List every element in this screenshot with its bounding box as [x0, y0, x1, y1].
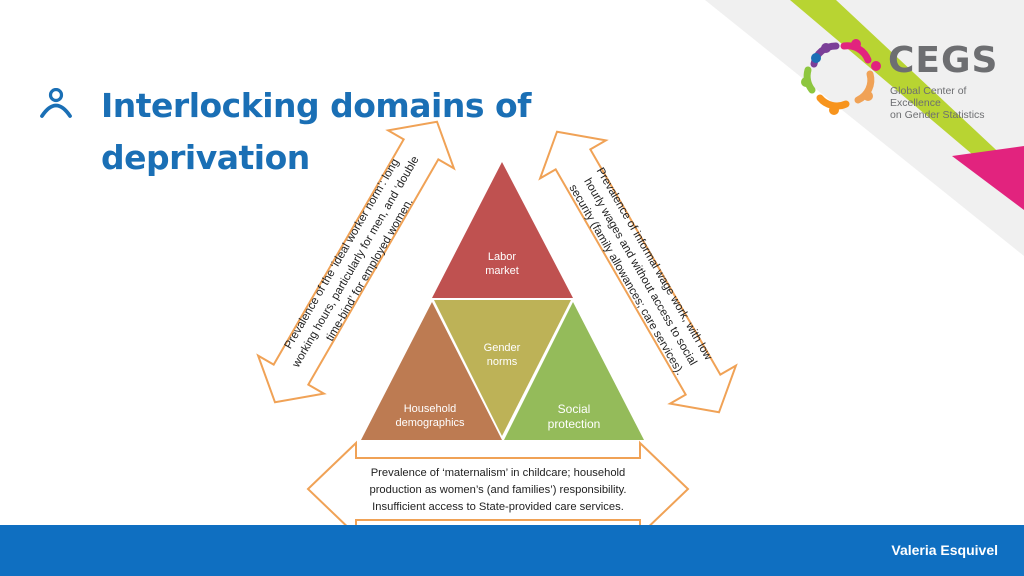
- footer-bar: Valeria Esquivel: [0, 525, 1024, 576]
- bottom-arrow-text-line2: production as women’s (and families’) re…: [369, 484, 627, 496]
- cegs-logo-word: CEGS: [888, 40, 999, 81]
- cegs-logo-subtitle: Global Center of Excellence on Gender St…: [890, 85, 1016, 121]
- page-title-line1: Interlocking domains of: [101, 86, 532, 125]
- gender-norms-label: Gender norms: [462, 341, 542, 369]
- bottom-arrow-text: Prevalence of ‘maternalism’ in childcare…: [330, 465, 666, 516]
- presenter-name: Valeria Esquivel: [891, 542, 998, 558]
- gender-norms-triangle: [434, 300, 571, 436]
- social-protection-label: Social protection: [524, 402, 624, 432]
- cegs-logo: CEGS Global Center of Excellence on Gend…: [796, 34, 1016, 124]
- household-demographics-label: Household demographics: [380, 402, 480, 430]
- household-demographics-triangle: [361, 302, 502, 440]
- household-demographics-label-line2: demographics: [395, 417, 465, 429]
- cegs-logo-subtitle-line2: on Gender Statistics: [890, 109, 985, 121]
- labor-market-triangle: [432, 162, 573, 298]
- gender-norms-label-line2: norms: [486, 356, 518, 368]
- social-protection-label-line2: protection: [547, 417, 601, 431]
- right-double-arrow: [538, 130, 738, 414]
- bottom-arrow-text-line1: Prevalence of ‘maternalism’ in childcare…: [370, 467, 626, 479]
- page-title: Interlocking domains of deprivation: [101, 80, 561, 184]
- social-protection-triangle: [504, 302, 644, 440]
- labor-market-label-line1: Labor: [487, 251, 517, 263]
- labor-market-label: Labor market: [462, 250, 542, 278]
- cegs-logo-subtitle-line1: Global Center of Excellence: [890, 85, 967, 109]
- social-protection-label-line1: Social: [557, 402, 591, 416]
- person-icon: [40, 88, 72, 118]
- gender-norms-label-line1: Gender: [483, 342, 521, 354]
- household-demographics-label-line1: Household: [403, 403, 457, 415]
- left-double-arrow: [256, 120, 456, 404]
- bottom-arrow-text-line3: Insufficient access to State-provided ca…: [372, 501, 624, 513]
- page-title-line2: deprivation: [101, 138, 310, 177]
- labor-market-label-line2: market: [485, 265, 519, 277]
- cegs-logo-mark: [801, 39, 881, 115]
